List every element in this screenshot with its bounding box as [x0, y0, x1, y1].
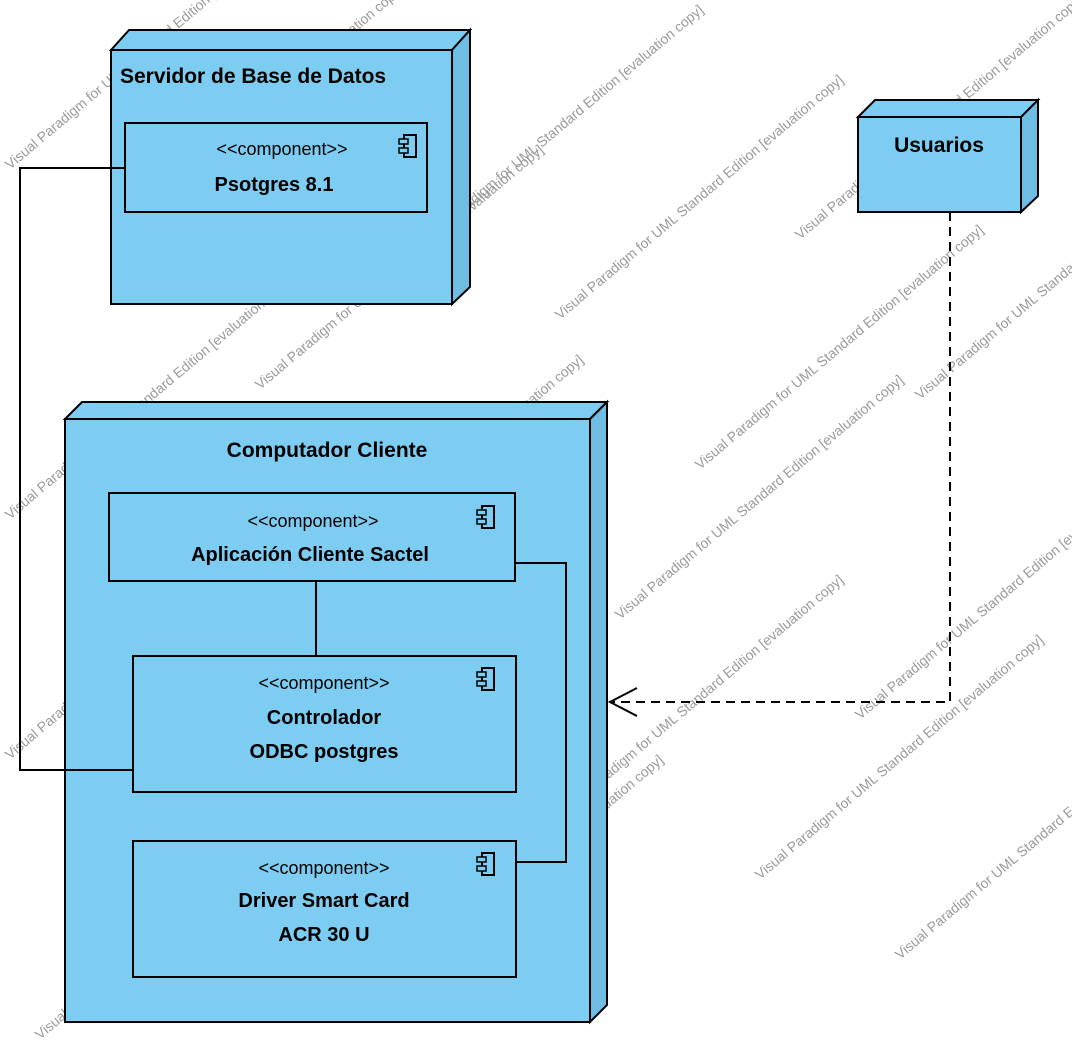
node-usuarios-side [1020, 97, 1039, 215]
node-db-server-side [451, 27, 471, 307]
component-postgres-box [124, 122, 428, 213]
node-client-top [62, 401, 610, 420]
node-usuarios-top [855, 99, 1041, 118]
component-icon [476, 852, 495, 876]
component-driver[interactable]: <<component>> Driver Smart Card ACR 30 U [132, 840, 517, 978]
component-postgres-stereotype: <<component>> [216, 139, 347, 159]
watermark-text: Visual Paradigm for UML Standard Edition… [552, 71, 847, 322]
component-app[interactable]: <<component>> Aplicación Cliente Sactel [108, 492, 516, 582]
component-driver-box [132, 840, 517, 978]
component-icon [398, 134, 417, 158]
link-postgres-to-odbc[interactable] [19, 167, 133, 771]
component-odbc-box [132, 655, 517, 793]
component-odbc-name-line2: ODBC postgres [250, 741, 399, 763]
component-app-stereotype: <<component>> [247, 511, 378, 531]
watermark-text: Visual Paradigm for UML Standard Edition… [852, 471, 1072, 722]
component-icon [476, 505, 495, 529]
component-icon [476, 667, 495, 691]
node-usuarios[interactable]: Usuarios [855, 97, 1041, 215]
component-app-box [108, 492, 516, 582]
node-client-title: Computador Cliente [227, 439, 428, 462]
component-app-name: Aplicación Cliente Sactel [191, 544, 429, 566]
node-client-side [589, 399, 608, 1025]
node-usuarios-front [857, 116, 1022, 213]
component-postgres[interactable]: <<component>> Psotgres 8.1 [124, 122, 428, 213]
component-driver-stereotype: <<component>> [258, 858, 389, 878]
node-usuarios-title: Usuarios [894, 134, 984, 157]
component-odbc[interactable]: <<component>> Controlador ODBC postgres [132, 655, 517, 793]
node-db-server-title: Servidor de Base de Datos [120, 65, 386, 88]
component-odbc-name-line1: Controlador [267, 707, 382, 729]
component-driver-name-line2: ACR 30 U [278, 924, 369, 946]
node-db-server-top [108, 29, 473, 51]
link-app-to-driver[interactable] [515, 562, 567, 863]
component-driver-name-line1: Driver Smart Card [238, 890, 409, 912]
component-odbc-stereotype: <<component>> [258, 673, 389, 693]
component-postgres-name: Psotgres 8.1 [215, 174, 334, 196]
dependency-arrowhead [607, 687, 638, 717]
